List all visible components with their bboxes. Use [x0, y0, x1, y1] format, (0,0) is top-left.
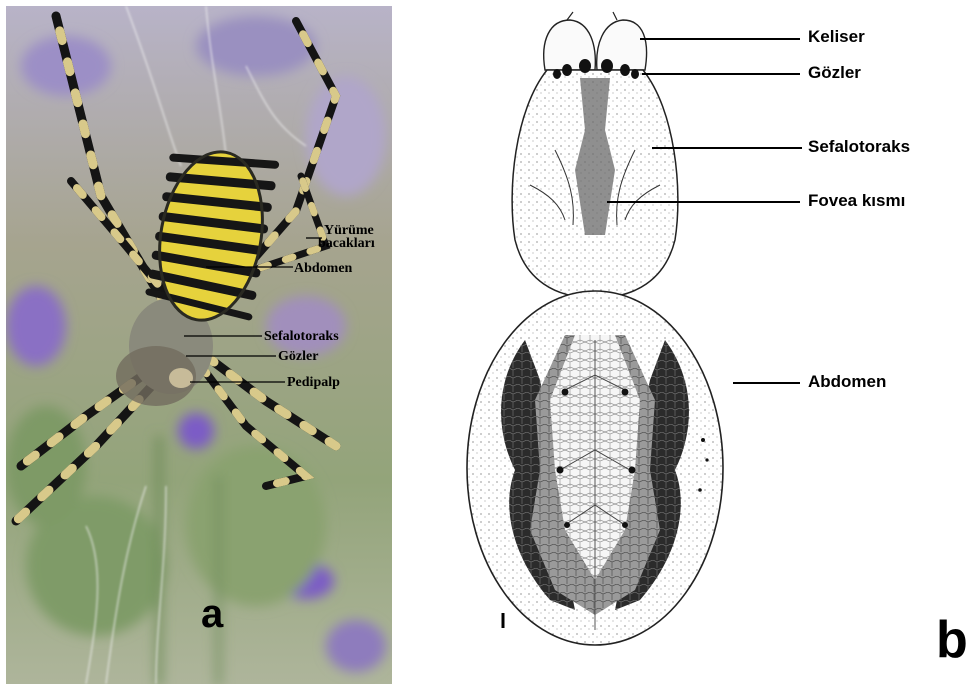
leader-keliser: [640, 38, 800, 40]
spider-drawing: [455, 0, 795, 691]
label-pedipalp-photo: Pedipalp: [287, 376, 340, 389]
abdomen-drawing: [467, 291, 723, 645]
label-cephalothorax-photo: Sefalotoraks: [264, 330, 339, 343]
pedipalp: [169, 368, 193, 388]
chelicerae: [544, 12, 647, 70]
label-walking-legs-2: bacakları: [318, 237, 375, 250]
leader-gozler: [642, 73, 800, 75]
label-abdomen-drawing: Abdomen: [808, 372, 886, 392]
panel-letter-b: b: [936, 614, 968, 666]
label-fovea: Fovea kısmı: [808, 191, 905, 211]
panel-letter-a: a: [201, 594, 223, 634]
label-abdomen-photo: Abdomen: [294, 262, 352, 275]
leader-abdomen: [733, 382, 800, 384]
label-keliser: Keliser: [808, 27, 865, 47]
label-sefalotoraks-drawing: Sefalotoraks: [808, 137, 910, 157]
spider-drawing-svg: [455, 0, 795, 691]
label-gozler-drawing: Gözler: [808, 63, 861, 83]
leader-sefalotoraks: [652, 147, 802, 149]
label-eyes-photo: Gözler: [278, 350, 318, 363]
spider-photo-panel: Yürüme bacakları Abdomen Sefalotoraks Gö…: [6, 6, 392, 684]
spider-photo: [6, 6, 392, 684]
leader-fovea: [607, 201, 800, 203]
